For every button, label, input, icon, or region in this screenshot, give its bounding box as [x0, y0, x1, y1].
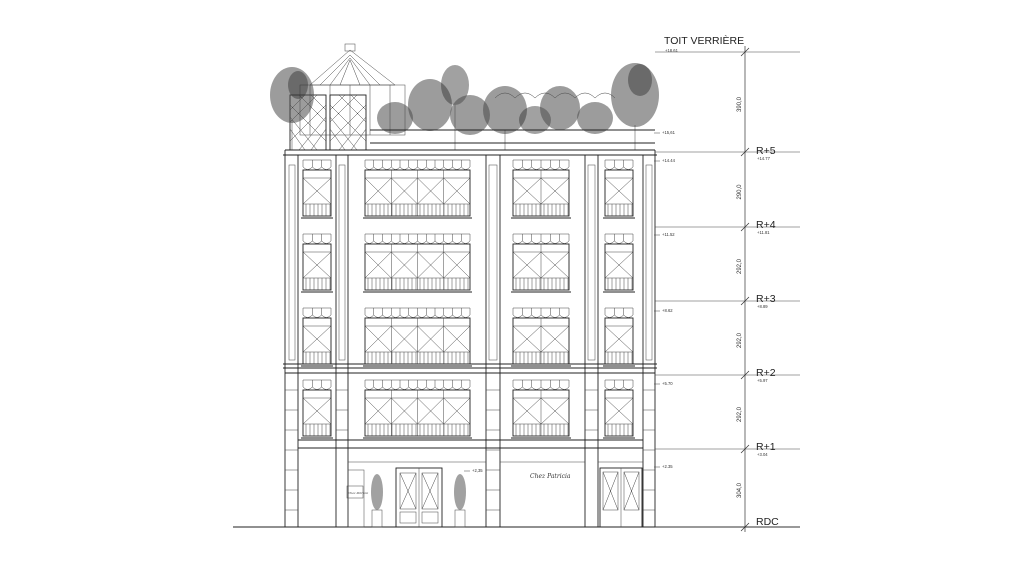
- facade-mark-1: +14.44: [662, 158, 676, 163]
- window-left-0: [301, 159, 333, 219]
- level-tick-6: [740, 522, 750, 532]
- level-label-r1: R+1: [756, 441, 776, 453]
- window-far-right-3: [603, 379, 635, 439]
- level-elev-r2: +5.97: [757, 378, 768, 383]
- facade-windows: [301, 159, 635, 439]
- level-label-r2: R+2: [756, 367, 776, 379]
- facade-mark-6: +2,35: [472, 468, 483, 473]
- level-elev-toit: +18.61: [665, 48, 679, 53]
- level-elev-r3: +8.89: [757, 304, 768, 309]
- dimension-2: 292,0: [737, 258, 743, 274]
- level-label-r4: R+4: [756, 219, 776, 231]
- window-far-right-0: [603, 159, 635, 219]
- level-elev-r5: +14.77: [757, 156, 771, 161]
- window-left-3: [301, 379, 333, 439]
- window-center-0: [363, 159, 472, 219]
- level-tick-0: [740, 47, 750, 57]
- level-dimension-chain: 390,0 290,0 292,0 292,0 292,0 304,0: [655, 46, 800, 532]
- rooftop-trees: [270, 63, 659, 150]
- window-center-2: [363, 307, 472, 367]
- level-tick-5: [740, 444, 750, 454]
- facade-level-marks: +15,61 +14.44 +11.52 +8.62 +5.70 +2.35 +2,35: [464, 130, 676, 473]
- facade-mark-0: +15,61: [662, 130, 676, 135]
- window-left-2: [301, 307, 333, 367]
- shopfront: Chez Patricia Chez Patricia: [346, 467, 643, 528]
- facade-mark-5: +2.35: [662, 464, 673, 469]
- level-tick-3: [740, 296, 750, 306]
- dimension-4: 292,0: [737, 406, 743, 422]
- dimension-5: 304,0: [737, 482, 743, 498]
- level-label-r5: R+5: [756, 145, 776, 157]
- window-far-right-1: [603, 233, 635, 293]
- level-tick-1: [740, 147, 750, 157]
- level-label-toit: TOIT VERRIÈRE: [664, 34, 744, 47]
- shop-sign-main: Chez Patricia: [530, 473, 571, 480]
- facade-mark-3: +8.62: [662, 308, 673, 313]
- facade-mark-4: +5.70: [662, 381, 673, 386]
- window-right-0: [511, 159, 571, 219]
- level-tick-4: [740, 370, 750, 380]
- dimension-0: 390,0: [737, 96, 743, 112]
- window-right-3: [511, 379, 571, 439]
- level-label-r3: R+3: [756, 293, 776, 305]
- window-left-1: [301, 233, 333, 293]
- level-label-rdc: RDC: [756, 516, 779, 528]
- facade-mark-2: +11.52: [662, 232, 675, 237]
- window-right-2: [511, 307, 571, 367]
- building-body: [283, 149, 657, 527]
- level-elev-r1: +3.04: [757, 452, 768, 457]
- dimension-1: 290,0: [737, 184, 743, 200]
- window-center-1: [363, 233, 472, 293]
- window-right-1: [511, 233, 571, 293]
- dimension-3: 292,0: [737, 332, 743, 348]
- window-center-3: [363, 379, 472, 439]
- level-elev-r4: +11.81: [757, 230, 770, 235]
- level-tick-2: [740, 222, 750, 232]
- shop-sign-small: Chez Patricia: [348, 491, 368, 495]
- rooftop-balustrade: [370, 129, 655, 144]
- window-far-right-2: [603, 307, 635, 367]
